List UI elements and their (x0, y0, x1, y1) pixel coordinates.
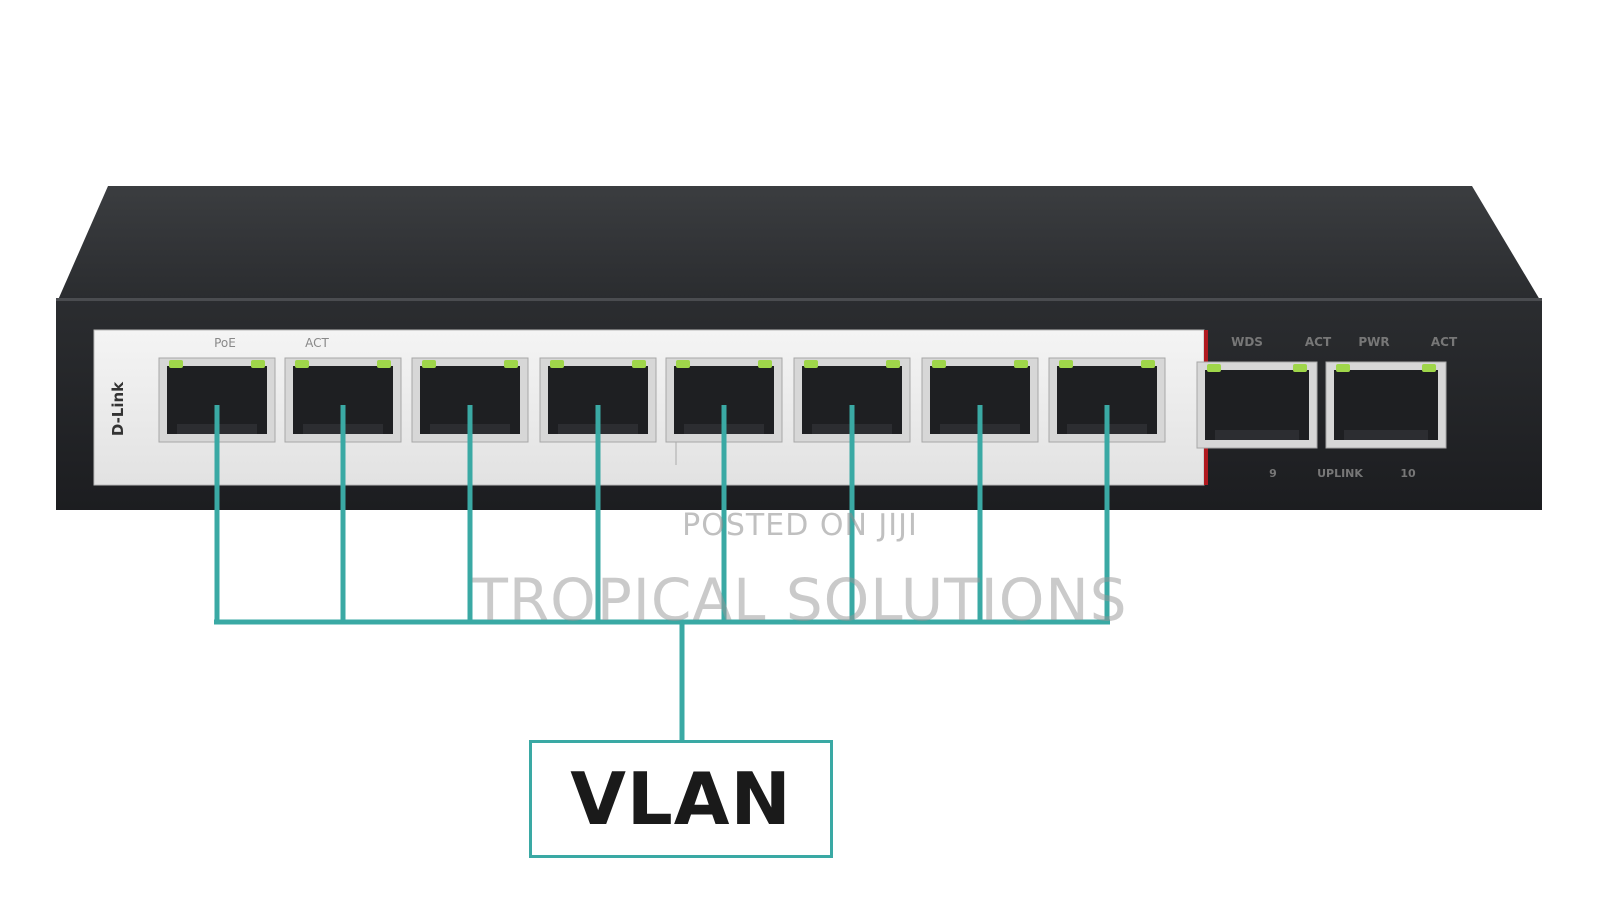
poe-led-label: PoE (214, 336, 236, 350)
port-led-left (169, 360, 183, 368)
uplink-port-9 (1196, 361, 1318, 449)
port-led-right (251, 360, 265, 368)
vlan-label: VLAN (570, 757, 792, 841)
switch-top-surface (58, 186, 1540, 300)
poe-port-5 (665, 357, 783, 443)
port-led-left (422, 360, 436, 368)
uplink-act-label: ACT (1305, 335, 1332, 349)
uplink-port-9-label: 9 (1269, 467, 1277, 480)
vlan-label-box: VLAN (529, 740, 833, 858)
uplink-act2-label: ACT (1431, 335, 1458, 349)
act-led-label: ACT (305, 336, 329, 350)
port-led-left (1207, 364, 1221, 372)
port-led-right (1141, 360, 1155, 368)
port-led-right (1422, 364, 1436, 372)
port-led-right (377, 360, 391, 368)
port-led-right (758, 360, 772, 368)
uplink-wds-label: WDS (1231, 335, 1263, 349)
brand-logo: D-Link (109, 381, 127, 436)
port-led-right (1014, 360, 1028, 368)
uplink-pwr-label: PWR (1358, 335, 1389, 349)
port-led-left (295, 360, 309, 368)
port-led-right (632, 360, 646, 368)
uplink-port-10 (1325, 361, 1447, 449)
port-led-left (1059, 360, 1073, 368)
port-led-left (804, 360, 818, 368)
port-led-left (1336, 364, 1350, 372)
uplink-port-10-label: 10 (1400, 467, 1416, 480)
port-led-right (1293, 364, 1307, 372)
port-led-left (676, 360, 690, 368)
port-led-right (886, 360, 900, 368)
vlan-connector-lines (214, 405, 1110, 742)
uplink-name-label: UPLINK (1317, 467, 1363, 480)
uplink-port-group (1196, 361, 1447, 449)
port-led-left (550, 360, 564, 368)
port-led-left (932, 360, 946, 368)
port-led-right (504, 360, 518, 368)
